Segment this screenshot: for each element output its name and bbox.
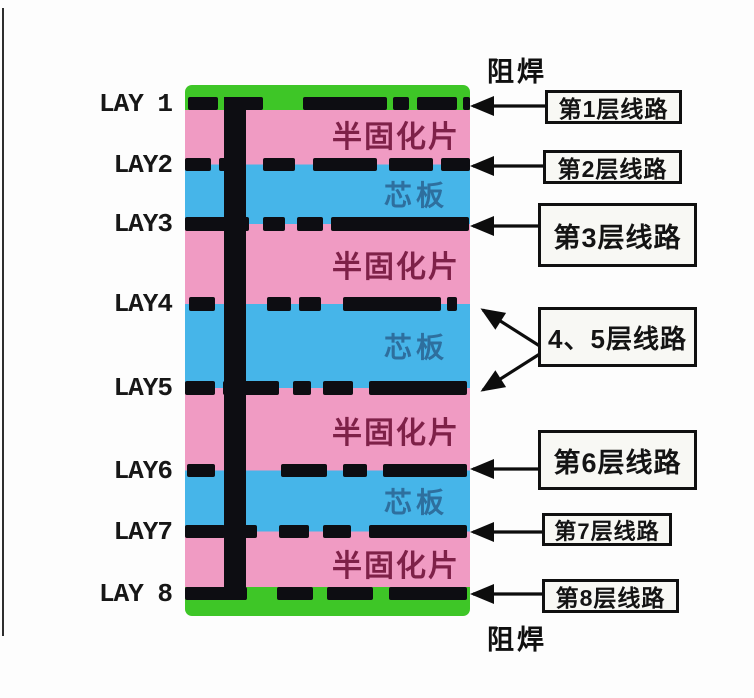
copper-trace-segment [417,97,457,110]
lay-label-5: LAY5 [113,373,173,403]
lay-label-2: LAY2 [113,149,173,180]
copper-trace-segment [185,525,225,538]
prepreg-label: 半固化片 [332,549,460,583]
copper-trace-segment [369,525,467,538]
lay8-copper [185,587,470,600]
prepreg-label: 半固化片 [332,251,460,284]
annotation-box-4: 4、5层线路 [538,307,697,367]
copper-trace-segment [393,97,409,110]
lay-label-8: LAY 8 [98,578,173,609]
copper-trace-segment [323,525,351,538]
lay-label-1: LAY 1 [98,88,173,119]
lay4-copper [185,297,470,311]
copper-trace-segment [441,158,470,171]
copper-trace-segment [327,587,373,600]
copper-trace-segment [281,464,327,477]
prepreg-label: 半固化片 [332,416,460,450]
annotation-box-5: 第6层线路 [538,430,697,490]
via-bar [224,97,246,600]
copper-trace-segment [187,464,215,477]
copper-trace-segment [299,297,321,311]
lay-label-7: LAY7 [113,516,173,547]
left-edge-line [2,8,4,636]
soldermask-label-bottom: 阻焊 [487,625,547,655]
soldermask-label-top: 阻焊 [487,57,547,87]
copper-trace-segment [447,297,457,311]
copper-trace-segment [263,158,295,171]
lay1-copper [185,97,470,110]
copper-trace-segment [293,381,311,395]
copper-trace-segment [389,158,433,171]
copper-trace-segment [297,217,323,231]
arrow-to-layer [480,308,547,352]
copper-trace-segment [343,297,441,311]
soldermask-bottom [185,600,470,616]
copper-trace-segment [323,381,353,395]
annotation-box-1: 第1层线路 [545,90,682,124]
copper-trace-segment [189,297,215,311]
copper-trace-segment [279,525,309,538]
copper-trace-segment [188,97,218,110]
lay-label-6: LAY6 [113,455,173,486]
copper-trace-segment [267,297,291,311]
copper-trace-segment [389,587,467,600]
lay5-copper [185,381,470,395]
copper-trace-segment [369,381,467,395]
copper-trace-segment [185,381,215,395]
annotation-box-3: 第3层线路 [538,203,697,267]
annotation-box-7: 第8层线路 [542,579,679,613]
prepreg-label: 半固化片 [332,121,460,154]
lay-label-4: LAY4 [113,289,173,319]
arrow-to-layer [480,348,547,392]
copper-trace-segment [343,464,367,477]
copper-trace-segment [463,97,470,110]
annotation-box-6: 第7层线路 [542,513,672,546]
soldermask-top [185,85,470,97]
copper-trace-segment [185,158,211,171]
copper-trace-segment [303,97,387,110]
lay6-copper [185,464,470,477]
copper-trace-segment [313,158,377,171]
stackup-cross-section: 半固化片芯板半固化片芯板半固化片芯板半固化片 [185,85,470,616]
copper-trace-segment [277,587,313,600]
core-label: 芯板 [383,332,448,363]
copper-trace-segment [331,217,469,231]
annotation-box-2: 第2层线路 [543,150,682,184]
lay-label-3: LAY3 [113,209,173,239]
core-label: 芯板 [383,180,448,211]
copper-trace-segment [383,464,467,477]
core-label: 芯板 [383,487,448,518]
copper-trace-segment [263,217,285,231]
